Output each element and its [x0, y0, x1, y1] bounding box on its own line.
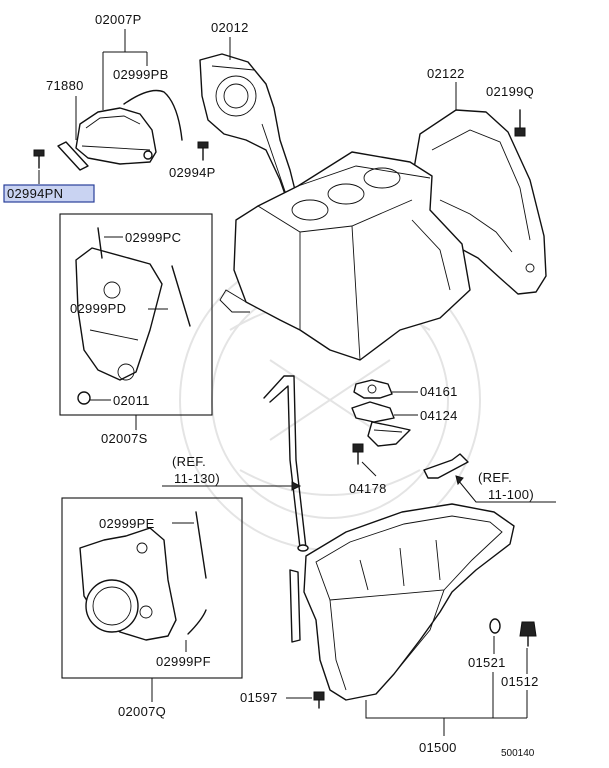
leader-02007P [102, 29, 148, 110]
drain-plug-01512[interactable] [519, 621, 537, 647]
label-01597[interactable]: 01597 [240, 690, 278, 705]
label-02007S[interactable]: 02007S [101, 431, 148, 446]
label-01512[interactable]: 01512 [501, 674, 539, 689]
label-02007P[interactable]: 02007P [95, 12, 142, 27]
label-ref-11-100-a[interactable]: (REF. [478, 470, 512, 485]
label-02994PN[interactable]: 02994PN [7, 186, 63, 201]
seal-strip-71880[interactable] [57, 141, 89, 171]
label-ref-11-130-a[interactable]: (REF. [172, 454, 206, 469]
gasket-02999PC[interactable] [97, 227, 103, 259]
label-ref-11-130-b[interactable]: 11-130) [174, 471, 220, 486]
timing-belt-rear-plate-02012[interactable] [199, 53, 301, 215]
timing-belt-cover-lower-02007S[interactable] [75, 247, 163, 381]
leader-01500-group [365, 636, 528, 736]
label-01521[interactable]: 01521 [468, 655, 506, 670]
label-02011[interactable]: 02011 [113, 393, 150, 408]
oil-level-gauge-tube [263, 375, 309, 552]
label-02999PE[interactable]: 02999PE [99, 516, 155, 531]
label-02012[interactable]: 02012 [211, 20, 249, 35]
gasket-02999PE[interactable] [195, 511, 207, 579]
label-71880[interactable]: 71880 [46, 78, 84, 93]
gasket-01521[interactable] [489, 618, 501, 634]
bracket-ref-11-100 [423, 453, 469, 479]
label-01500[interactable]: 01500 [419, 740, 457, 755]
diagram-number: 500140 [501, 748, 535, 759]
oil-screen-04124[interactable] [351, 401, 411, 447]
bolt-02199Q[interactable] [514, 109, 526, 137]
arrow-ref-11-100 [455, 475, 464, 486]
highlight-box-02994PN [3, 184, 95, 203]
bolt-02994P[interactable] [197, 141, 209, 161]
bolt-04178[interactable] [352, 443, 364, 465]
label-02999PB[interactable]: 02999PB [113, 67, 169, 82]
gasket-02999PD[interactable] [171, 265, 191, 327]
label-04161[interactable]: 04161 [420, 384, 458, 399]
label-02007Q[interactable]: 02007Q [118, 704, 166, 719]
timing-belt-cover-center-02007Q[interactable] [79, 527, 177, 641]
label-02999PC[interactable]: 02999PC [125, 230, 181, 245]
gasket-04161[interactable] [353, 379, 393, 399]
engine-block [219, 151, 471, 361]
label-04124[interactable]: 04124 [420, 408, 458, 423]
grommet-02011[interactable] [77, 391, 91, 405]
leader-04178 [361, 461, 377, 477]
timing-belt-cover-upper-02007P[interactable] [75, 107, 157, 165]
label-02999PD[interactable]: 02999PD [70, 301, 126, 316]
label-04178[interactable]: 04178 [349, 481, 387, 496]
label-02199Q[interactable]: 02199Q [486, 84, 534, 99]
label-ref-11-100-b[interactable]: 11-100) [488, 487, 534, 502]
bolt-02994PN[interactable] [33, 149, 45, 169]
oil-pan-01500[interactable] [289, 503, 515, 701]
label-02994P[interactable]: 02994P [169, 165, 216, 180]
gasket-02999PB[interactable] [123, 89, 183, 141]
leader-ref-11-100 [457, 479, 556, 503]
label-02999PF[interactable]: 02999PF [156, 654, 211, 669]
bolt-01597[interactable] [313, 691, 325, 709]
arrow-ref-11-130 [291, 481, 302, 491]
gasket-02999PF[interactable] [187, 609, 207, 635]
label-02122[interactable]: 02122 [427, 66, 465, 81]
cover-02122[interactable] [411, 109, 547, 295]
